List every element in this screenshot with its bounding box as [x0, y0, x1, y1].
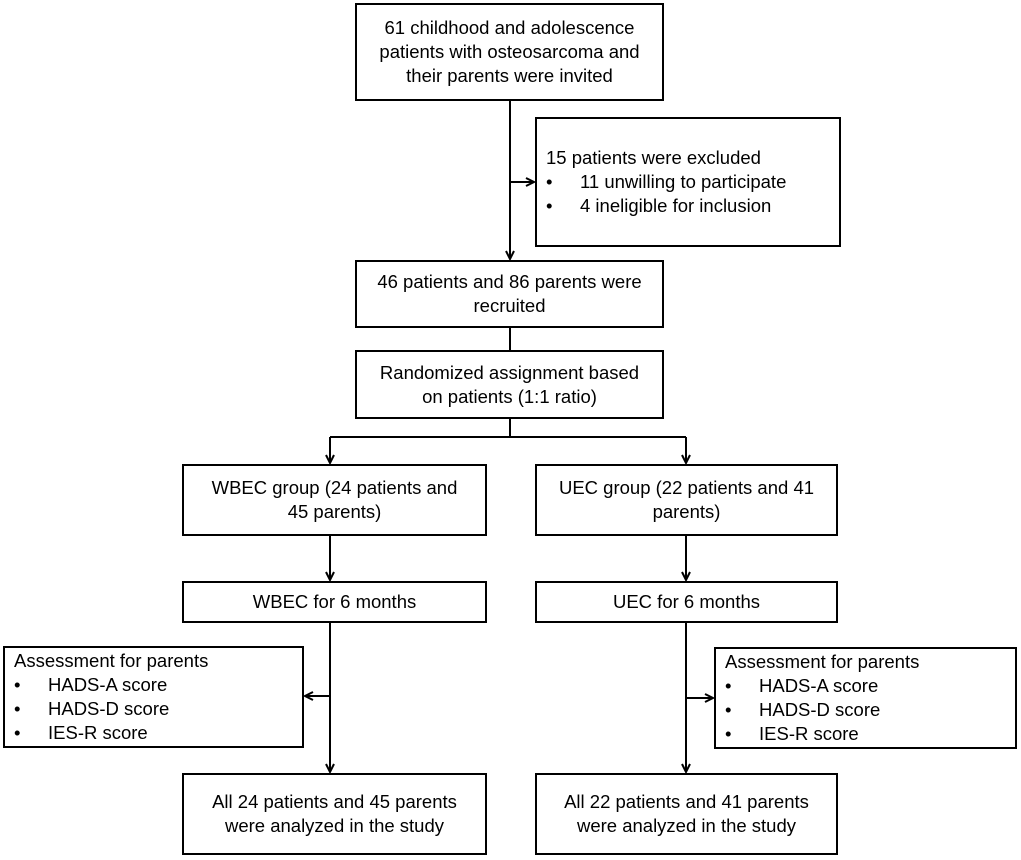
excluded-heading: 15 patients were excluded [546, 147, 761, 168]
assessment-item: HADS-A score [14, 673, 169, 697]
uec-group-line-1: UEC group (22 patients and 41 [558, 477, 815, 498]
analyzed-left-line-1: All 24 patients and 45 parents [212, 791, 457, 812]
wbec-group-box: WBEC group (24 patients and 45 parents) [182, 464, 487, 536]
invited-box: 61 childhood and adolescence patients wi… [355, 3, 664, 101]
assessment-item: HADS-D score [14, 697, 169, 721]
assessment-item: IES-R score [725, 722, 880, 746]
assessment-left-box: Assessment for parents HADS-A score HADS… [3, 646, 304, 748]
randomized-line-1: Randomized assignment based [379, 361, 640, 383]
assessment-item: IES-R score [14, 721, 169, 745]
assessment-left-heading: Assessment for parents [14, 650, 209, 671]
randomization-box: Randomized assignment based on patients … [355, 350, 664, 419]
uec-group-line-2: parents) [652, 501, 721, 522]
assessment-item: HADS-A score [725, 674, 880, 698]
excluded-item: 11 unwilling to participate [546, 170, 786, 194]
invited-line-1: 61 childhood and adolescence [384, 17, 635, 38]
assessment-item: HADS-D score [725, 698, 880, 722]
recruited-line-1: 46 patients and 86 parents were [377, 271, 642, 292]
analyzed-right-box: All 22 patients and 41 parents were anal… [535, 773, 838, 855]
excluded-box: 15 patients were excluded 11 unwilling t… [535, 117, 841, 247]
assessment-left-list: HADS-A score HADS-D score IES-R score [14, 673, 169, 745]
assessment-right-box: Assessment for parents HADS-A score HADS… [714, 647, 1017, 749]
uec-duration-label: UEC for 6 months [612, 591, 761, 612]
analyzed-right-line-2: were analyzed in the study [576, 815, 797, 836]
recruited-line-2: recruited [473, 295, 546, 316]
wbec-duration-label: WBEC for 6 months [252, 591, 417, 612]
analyzed-left-line-2: were analyzed in the study [224, 815, 445, 836]
randomized-line-2: on patients (1:1 ratio) [422, 385, 597, 407]
wbec-duration-box: WBEC for 6 months [182, 581, 487, 623]
analyzed-left-box: All 24 patients and 45 parents were anal… [182, 773, 487, 855]
recruited-box: 46 patients and 86 parents were recruite… [355, 260, 664, 328]
invited-line-2: patients with osteosarcoma and [379, 41, 640, 62]
wbec-group-line-2: 45 parents) [287, 501, 382, 522]
uec-duration-box: UEC for 6 months [535, 581, 838, 623]
assessment-right-heading: Assessment for parents [725, 651, 920, 672]
excluded-item: 4 ineligible for inclusion [546, 194, 786, 218]
invited-line-3: their parents were invited [406, 65, 613, 86]
wbec-group-line-1: WBEC group (24 patients and [211, 477, 458, 498]
analyzed-right-line-1: All 22 patients and 41 parents [564, 791, 809, 812]
assessment-right-list: HADS-A score HADS-D score IES-R score [725, 674, 880, 746]
uec-group-box: UEC group (22 patients and 41 parents) [535, 464, 838, 536]
excluded-list: 11 unwilling to participate 4 ineligible… [546, 170, 786, 218]
